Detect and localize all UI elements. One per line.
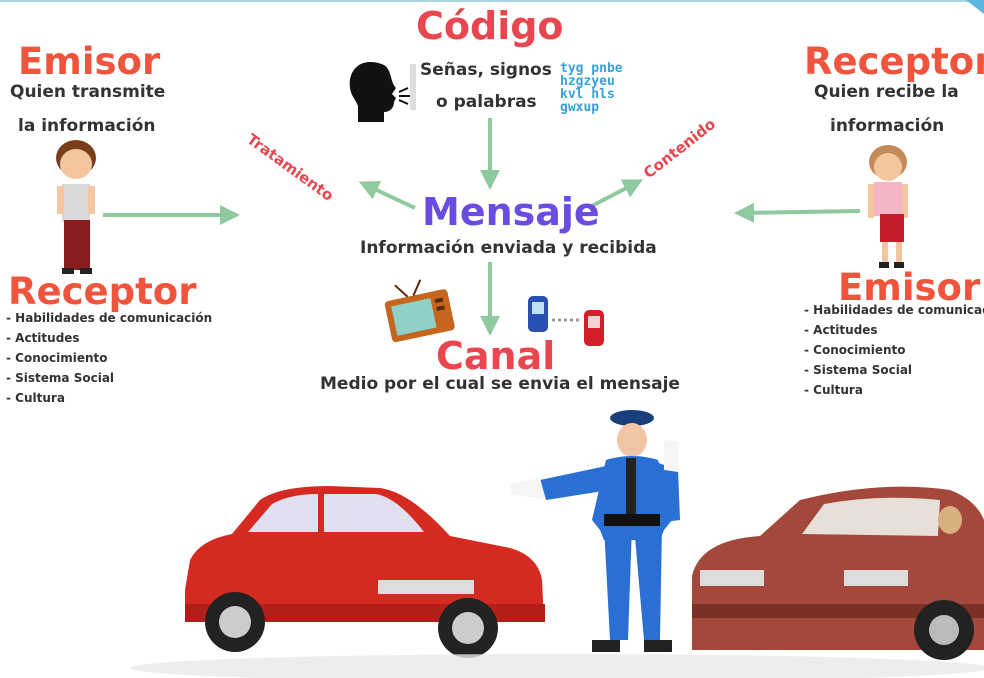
receptor-right-line2: información [830,116,945,136]
emisor-right-title: Emisor [838,266,981,309]
list-item: - Habilidades de comunicación [804,303,984,317]
canal-title: Canal [436,334,556,378]
police-officer-icon [510,410,680,652]
emisor-right-list: - Habilidades de comunicación - Actitude… [804,300,984,400]
list-item: - Conocimiento [6,351,108,365]
receptor-right-line1: Quien recibe la [814,82,959,102]
mensaje-title: Mensaje [422,190,600,234]
emisor-left-title: Emisor [18,40,161,83]
flow-arrows [103,118,861,336]
receptor-left-list: - Habilidades de comunicación - Actitude… [6,308,212,408]
convertible-car-icon [692,486,984,660]
list-item: - Sistema Social [804,363,913,377]
speaking-head-icon [349,62,416,122]
emisor-left-line2: la información [18,116,156,136]
list-item: - Cultura [6,391,65,405]
red-car-icon [185,486,545,658]
codigo-line1: Señas, signos [420,60,552,80]
mensaje-subtitle: Información enviada y recibida [360,238,657,258]
codigo-line2: o palabras [436,92,537,112]
boy-icon [56,140,96,274]
canal-subtitle: Medio por el cual se envia el mensaje [320,374,680,394]
arrow-mensaje-to-tratamiento [358,181,416,210]
list-item: - Cultura [804,383,863,397]
list-item: - Sistema Social [6,371,115,385]
girl-icon [868,145,908,268]
codigo-title: Código [416,4,564,48]
tv-icon [384,279,455,343]
arrow-mensaje-to-contenido [587,179,644,210]
corner-triangle-icon [966,0,984,14]
list-item: - Actitudes [804,323,878,337]
list-item: - Habilidades de comunicación [6,311,213,325]
receptor-left-title: Receptor [8,270,197,313]
mobile-phones-icon [528,296,604,346]
alphabet-letters-icon: tyg pnbe hzgzyeu kvl hls gwxup [560,61,623,115]
emisor-left-line1: Quien transmite [10,82,166,102]
list-item: - Actitudes [6,331,80,345]
receptor-right-title: Receptor [804,40,984,83]
arrow-receptor-to-mensaje [734,202,861,223]
list-item: - Conocimiento [804,343,906,357]
